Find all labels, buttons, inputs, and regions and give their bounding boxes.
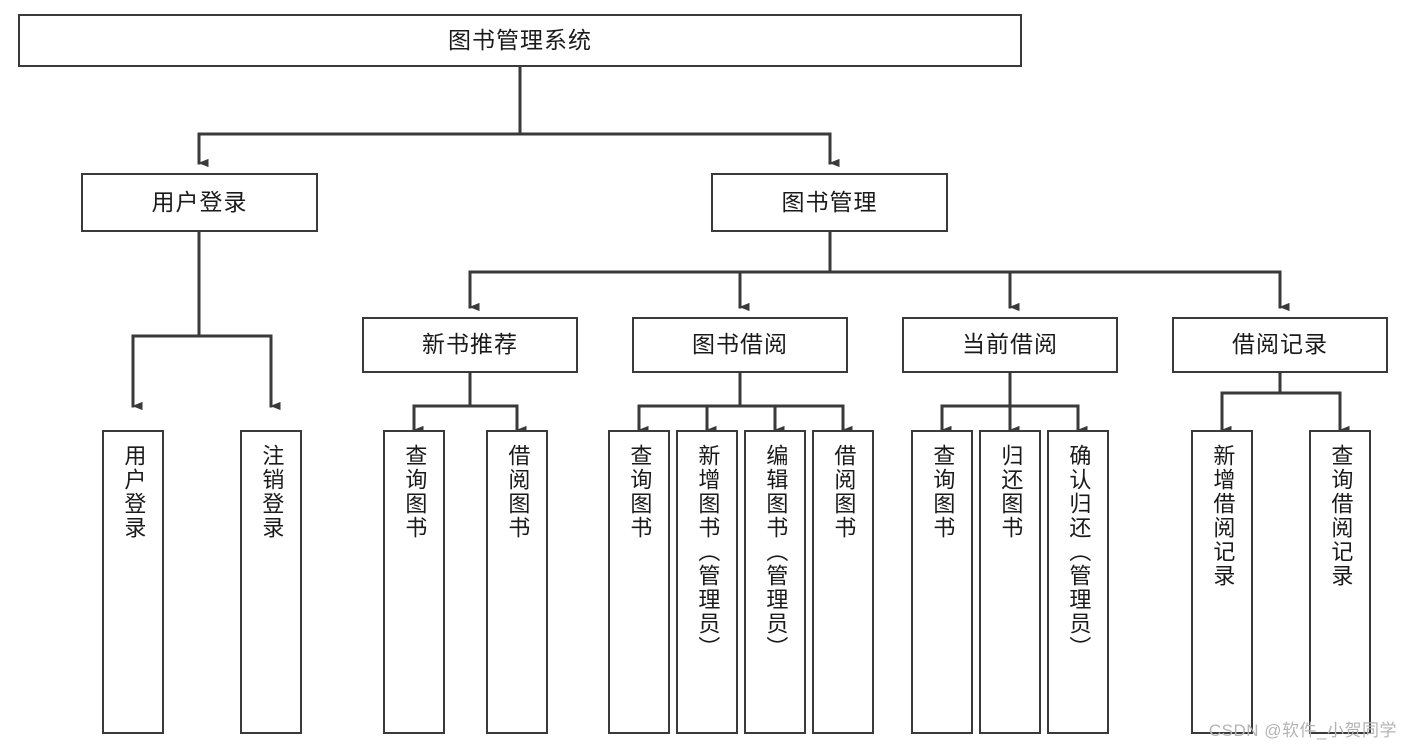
leaf-current-query-book[interactable]: 查询图书: [911, 430, 973, 734]
node-label: 查询图书: [402, 444, 428, 540]
leaf-new-book-borrow[interactable]: 借阅图书: [486, 430, 548, 734]
node-current-borrow[interactable]: 当前借阅: [902, 317, 1118, 373]
node-label: 新增借阅记录: [1210, 444, 1236, 588]
leaf-borrow-add-book[interactable]: 新增图书（管理员）: [676, 430, 738, 734]
node-label: 归还图书: [998, 444, 1024, 540]
node-label: 新书推荐: [422, 331, 518, 358]
node-label: 图书管理: [781, 188, 878, 215]
node-label: 图书管理系统: [448, 26, 592, 53]
node-label: 借阅图书: [505, 444, 531, 540]
node-label: 图书借阅: [692, 331, 788, 358]
node-label: 查询图书: [627, 444, 653, 540]
leaf-record-add[interactable]: 新增借阅记录: [1191, 430, 1253, 734]
leaf-user-login-logout[interactable]: 注销登录: [240, 430, 302, 734]
node-borrow-record[interactable]: 借阅记录: [1172, 317, 1388, 373]
node-label: 查询图书: [930, 444, 956, 540]
leaf-borrow-borrow-book[interactable]: 借阅图书: [812, 430, 874, 734]
node-label: 编辑图书（管理员）: [763, 444, 789, 660]
node-label: 新增图书（管理员）: [695, 444, 721, 660]
leaf-borrow-query-book[interactable]: 查询图书: [608, 430, 670, 734]
leaf-new-book-query[interactable]: 查询图书: [383, 430, 445, 734]
node-label: 借阅记录: [1232, 331, 1328, 358]
node-label: 注销登录: [259, 444, 285, 540]
node-new-book-recommend[interactable]: 新书推荐: [362, 317, 578, 373]
node-label: 查询借阅记录: [1328, 444, 1354, 588]
node-book-management[interactable]: 图书管理: [711, 173, 948, 232]
watermark-text: CSDN @软件_小贺同学: [1208, 721, 1397, 740]
node-label: 用户登录: [121, 444, 147, 540]
node-label: 借阅图书: [831, 444, 857, 540]
leaf-borrow-edit-book[interactable]: 编辑图书（管理员）: [744, 430, 806, 734]
leaf-current-return-book[interactable]: 归还图书: [979, 430, 1041, 734]
node-label: 当前借阅: [962, 331, 1058, 358]
leaf-current-confirm-return[interactable]: 确认归还（管理员）: [1047, 430, 1109, 734]
node-label: 用户登录: [151, 188, 248, 215]
leaf-record-query[interactable]: 查询借阅记录: [1309, 430, 1371, 734]
node-root-system[interactable]: 图书管理系统: [18, 14, 1022, 67]
node-user-login[interactable]: 用户登录: [81, 173, 318, 232]
leaf-user-login-login[interactable]: 用户登录: [102, 430, 164, 734]
node-label: 确认归还（管理员）: [1066, 444, 1092, 660]
node-book-borrow[interactable]: 图书借阅: [632, 317, 848, 373]
